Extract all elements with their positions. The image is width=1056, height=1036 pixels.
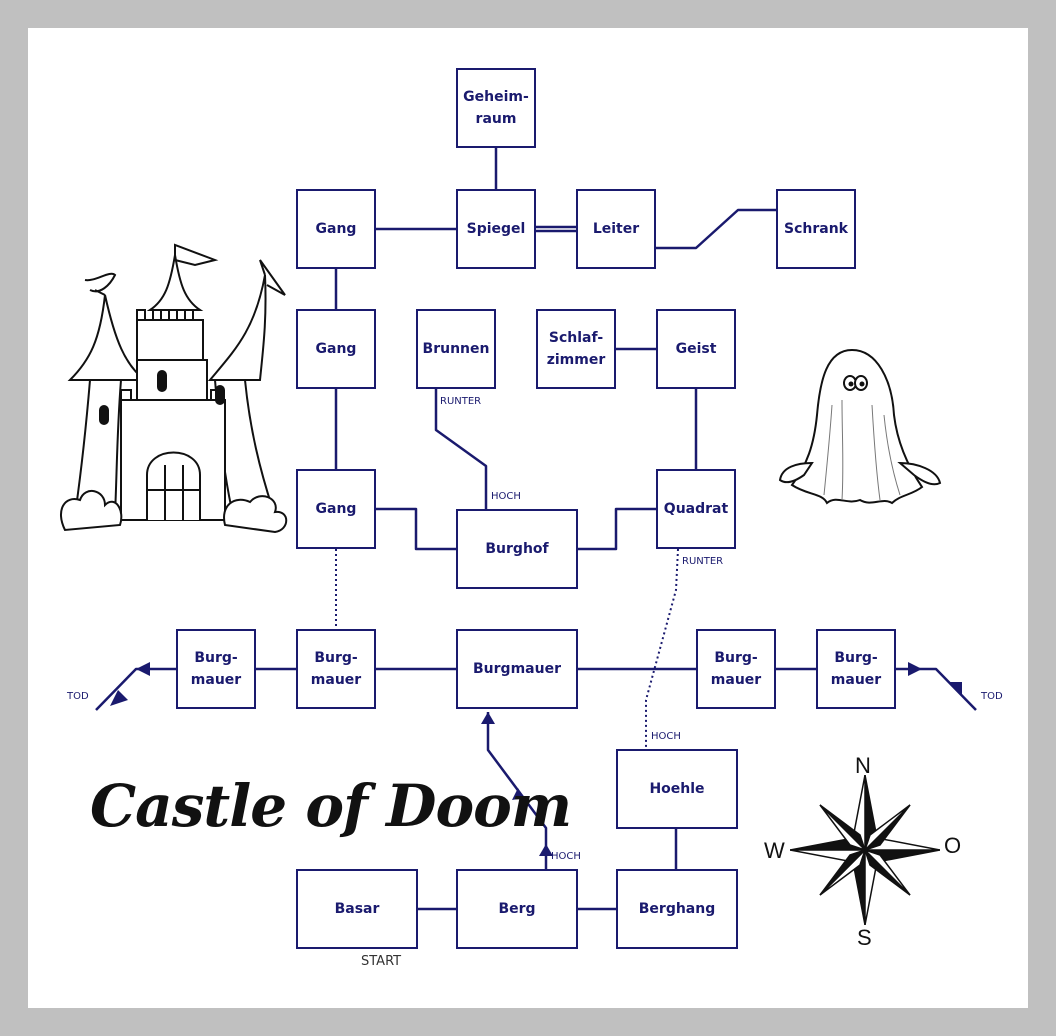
room-burgmauer-right: Burg- mauer: [696, 629, 776, 709]
room-basar: Basar: [296, 869, 418, 949]
compass-south: S: [857, 925, 872, 950]
label-hoch-burghof: HOCH: [491, 491, 521, 502]
compass-rose-icon: [790, 775, 940, 925]
room-geheimraum: Geheim- raum: [456, 68, 536, 148]
room-brunnen: Brunnen: [416, 309, 496, 389]
castle-illustration: [60, 243, 288, 534]
room-gang-mid: Gang: [296, 309, 376, 389]
label-hoch-berg: HOCH: [551, 851, 581, 862]
room-geist: Geist: [656, 309, 736, 389]
room-berghang: Berghang: [616, 869, 738, 949]
room-spiegel: Spiegel: [456, 189, 536, 269]
room-burgmauer-center: Burgmauer: [456, 629, 578, 709]
room-burgmauer-far-right: Burg- mauer: [816, 629, 896, 709]
room-burghof: Burghof: [456, 509, 578, 589]
room-burgmauer-far-left: Burg- mauer: [176, 629, 256, 709]
label-runter-quadrat: RUNTER: [682, 556, 724, 567]
label-start: START: [361, 954, 402, 969]
ghost-illustration: [778, 348, 942, 505]
room-leiter: Leiter: [576, 189, 656, 269]
room-hoehle: Hoehle: [616, 749, 738, 829]
compass-east: O: [944, 833, 962, 858]
room-schlafzimmer: Schlaf- zimmer: [536, 309, 616, 389]
label-tod-left: TOD: [67, 691, 89, 702]
room-berg: Berg: [456, 869, 578, 949]
label-runter-brunnen: RUNTER: [440, 396, 482, 407]
room-burgmauer-left: Burg- mauer: [296, 629, 376, 709]
room-schrank: Schrank: [776, 189, 856, 269]
compass-west: W: [764, 838, 785, 863]
compass-north: N: [855, 753, 871, 778]
room-quadrat: Quadrat: [656, 469, 736, 549]
map-title: Castle of Doom: [90, 772, 572, 840]
room-gang-low: Gang: [296, 469, 376, 549]
label-hoch-hoehle: HOCH: [651, 731, 681, 742]
label-tod-right: TOD: [981, 691, 1003, 702]
room-gang-top: Gang: [296, 189, 376, 269]
